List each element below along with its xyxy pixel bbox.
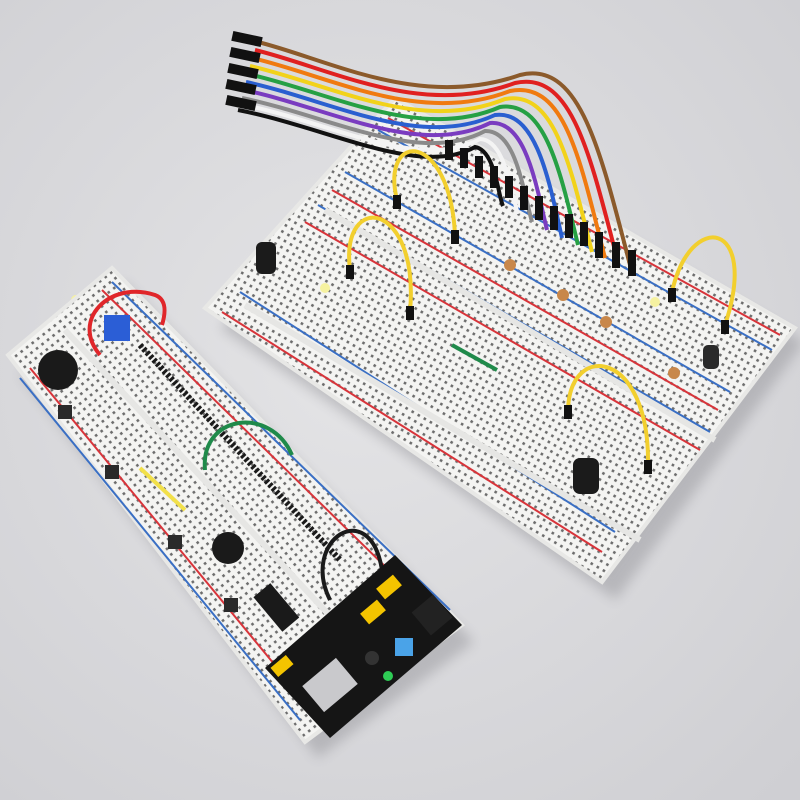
left-board-components: [38, 315, 343, 632]
dupont-connectors: [225, 30, 636, 276]
dc-jack-icon: [411, 594, 453, 636]
yellow-headers: [270, 574, 402, 678]
power-button-icon: [395, 638, 413, 656]
header-pin-strip: [137, 342, 343, 563]
power-supply-module: [265, 555, 462, 738]
buzzer-icon: [38, 350, 78, 390]
ribbon-cable: [237, 40, 632, 266]
usb-port-icon: [302, 657, 358, 713]
left-jumper-wires: [87, 289, 384, 601]
electrolytic-capacitor-icon: [256, 242, 719, 494]
ceramic-capacitors: [504, 259, 680, 379]
push-buttons: [58, 405, 238, 612]
jumper-ends: [346, 195, 729, 474]
potentiometer-icon: [104, 315, 130, 341]
yellow-jumper-wires: [347, 149, 737, 466]
ic-chip-icon: [253, 583, 300, 632]
green-jumper-short: [451, 343, 498, 372]
